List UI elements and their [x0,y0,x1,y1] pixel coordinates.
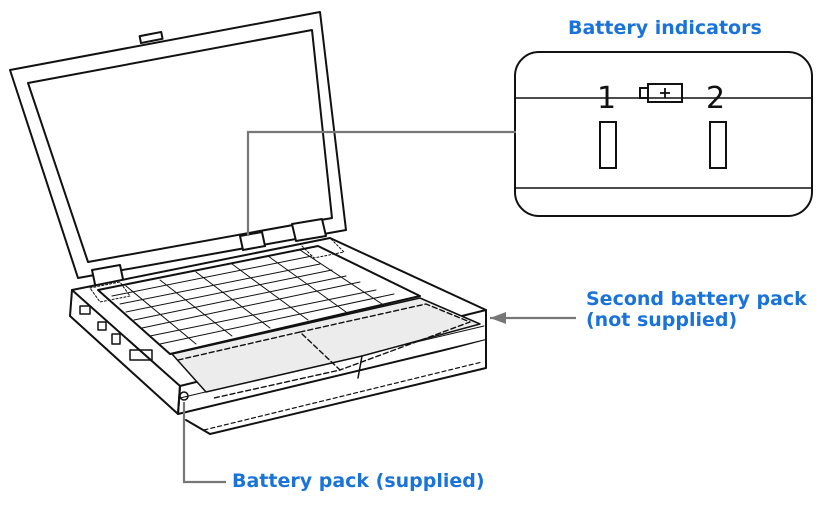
battery-indicators-label: Battery indicators [568,17,762,39]
battery-plus-icon [639,83,683,103]
second-battery-label: Second battery pack (not supplied) [586,289,807,331]
keyboard [89,237,421,355]
indicator-2-lamp [709,121,727,169]
leader-indicators [246,130,516,236]
second-battery-label-line1: Second battery pack [586,288,807,310]
leader-battery-pack [182,402,226,484]
indicator-slot-2-label: 2 [706,81,725,116]
leader-lines [182,130,576,484]
battery-indicator-panel: 1 2 [514,51,813,217]
indicator-1-lamp [599,121,617,169]
battery-pack-supplied-label: Battery pack (supplied) [232,470,485,492]
laptop-screen [9,11,347,279]
indicator-slot-1-label: 1 [597,81,616,116]
second-battery-label-line2: (not supplied) [586,309,738,331]
battery-bays [171,297,481,399]
